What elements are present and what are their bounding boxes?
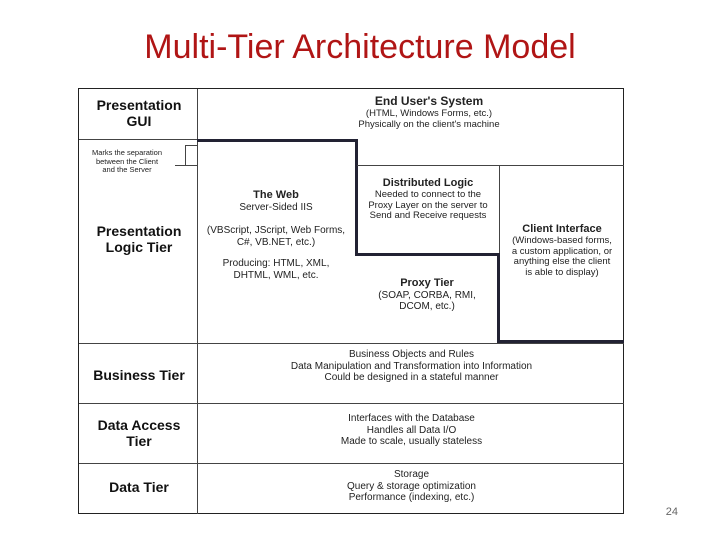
page-number: 24	[665, 506, 678, 518]
distributed-logic-lines: Needed to connect to the Proxy Layer on …	[368, 188, 488, 222]
business-tier-label: Business Tier	[93, 367, 185, 383]
proxy-tier-heading: Proxy Tier	[400, 277, 454, 289]
end-user-system: End User's System (HTML, Windows Forms, …	[279, 94, 579, 131]
row-divider-data-access	[79, 403, 624, 404]
distributed-logic-right-line	[499, 165, 500, 253]
end-user-bottom-line	[357, 165, 624, 166]
data-access-tier-label: Data Access Tier	[97, 417, 181, 450]
the-web-lines2: Producing: HTML, XML, DHTML, WML, etc.	[222, 258, 330, 281]
separation-line-top	[197, 139, 357, 142]
the-web-heading: The Web	[253, 189, 299, 201]
proxy-tier-lines: (SOAP, CORBA, RMI, DCOM, etc.)	[378, 289, 476, 313]
separation-note: Marks the separation between the Client …	[91, 148, 163, 175]
distributed-logic-block: Distributed Logic Needed to connect to t…	[357, 177, 499, 222]
data-access-tier-description: Interfaces with the Database Handles all…	[340, 413, 483, 447]
separation-line-bottom	[497, 340, 624, 343]
row-divider-gui	[79, 139, 197, 140]
client-interface-lines: (Windows-based forms, a custom applicati…	[511, 234, 613, 279]
proxy-tier-block: Proxy Tier (SOAP, CORBA, RMI, DCOM, etc.…	[357, 277, 497, 313]
left-column-divider	[197, 89, 198, 514]
separation-line-step2	[497, 253, 500, 343]
presentation-logic-label: Presentation Logic Tier	[96, 223, 182, 256]
data-tier-description: Storage Query & storage optimization Per…	[347, 469, 476, 503]
separation-arrow-top	[185, 145, 197, 146]
tier-diagram: Presentation GUI Marks the separation be…	[78, 88, 624, 514]
separation-line-mid	[355, 253, 499, 256]
page-title: Multi-Tier Architecture Model	[144, 28, 576, 66]
row-divider-data	[79, 463, 624, 464]
row-divider-business	[79, 343, 624, 344]
client-interface-block: Client Interface (Windows-based forms, a…	[499, 223, 625, 279]
separation-arrow-v	[185, 145, 186, 165]
the-web-sub: Server-Sided IIS	[239, 201, 313, 213]
data-tier-label: Data Tier	[109, 479, 169, 495]
the-web-block: The Web Server-Sided IIS (VBScript, JScr…	[197, 189, 355, 281]
separation-arrow-h	[175, 165, 197, 166]
business-tier-description: Business Objects and Rules Data Manipula…	[290, 349, 533, 383]
presentation-gui-label: Presentation GUI	[96, 97, 182, 130]
separation-line-step1	[355, 139, 358, 256]
end-user-heading: End User's System	[374, 94, 484, 108]
end-user-lines: (HTML, Windows Forms, etc.) Physically o…	[358, 107, 500, 130]
the-web-lines1: (VBScript, JScript, Web Forms, C#, VB.NE…	[206, 225, 346, 248]
client-interface-heading: Client Interface	[522, 223, 602, 235]
distributed-logic-heading: Distributed Logic	[382, 177, 474, 189]
